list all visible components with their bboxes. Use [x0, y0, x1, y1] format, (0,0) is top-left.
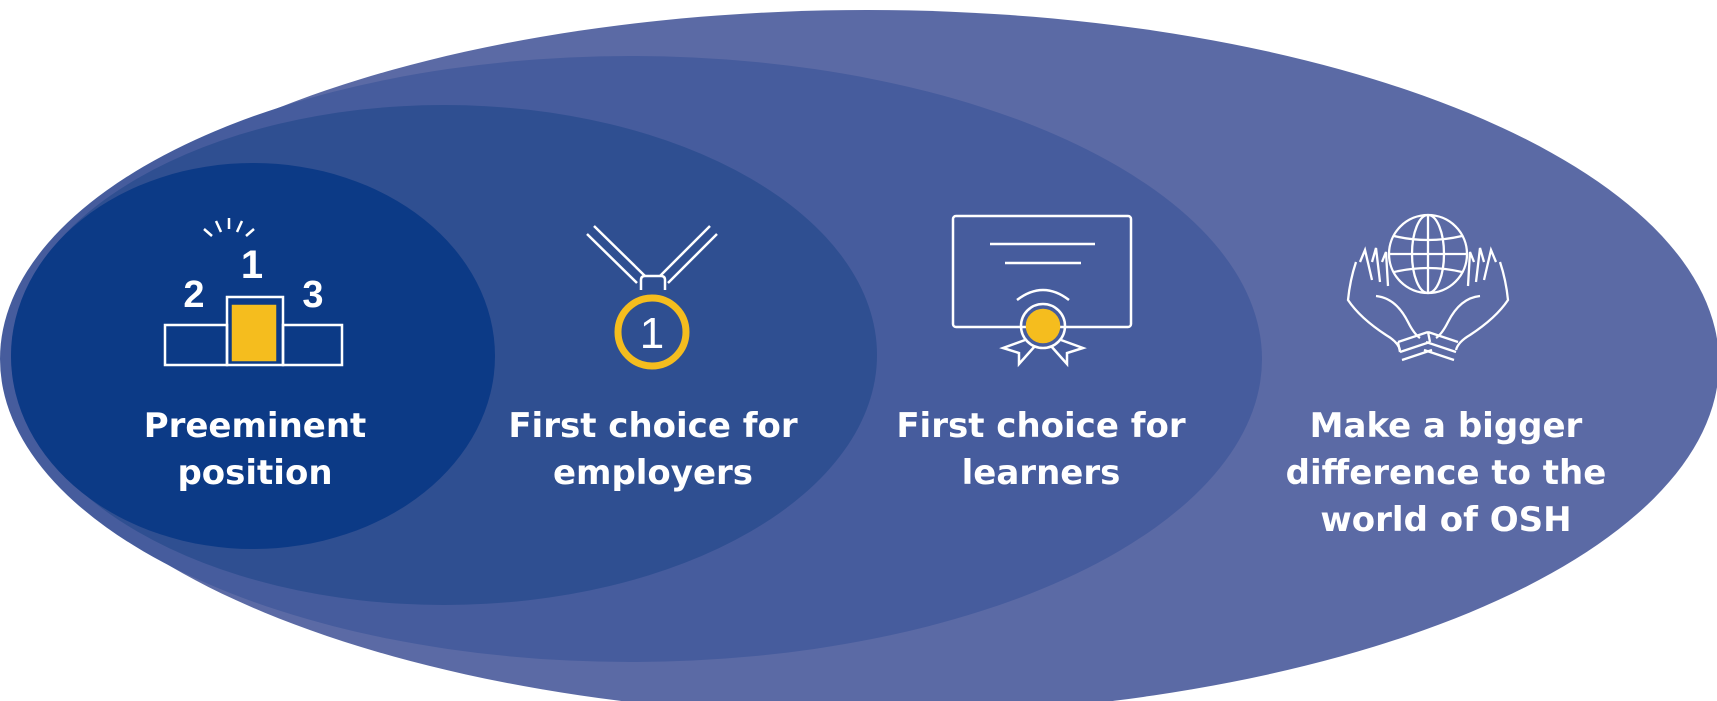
podium-third-number: 3	[302, 274, 323, 316]
podium-icon	[163, 218, 344, 367]
medal-icon	[586, 225, 718, 370]
stage-label-bigger-difference: Make a bigger difference to the world of…	[1285, 406, 1607, 540]
medal-number: 1	[640, 309, 664, 358]
certificate-icon	[951, 214, 1133, 368]
stage-label-first-choice-learners: First choice for learners	[896, 406, 1186, 493]
hands-globe-icon	[1346, 213, 1510, 362]
stage-label-first-choice-employers: First choice for employers	[508, 406, 798, 493]
podium-second-number: 2	[183, 274, 204, 316]
podium-first-number: 1	[241, 243, 263, 287]
stage-label-preeminent-position: Preeminent position	[143, 406, 367, 493]
